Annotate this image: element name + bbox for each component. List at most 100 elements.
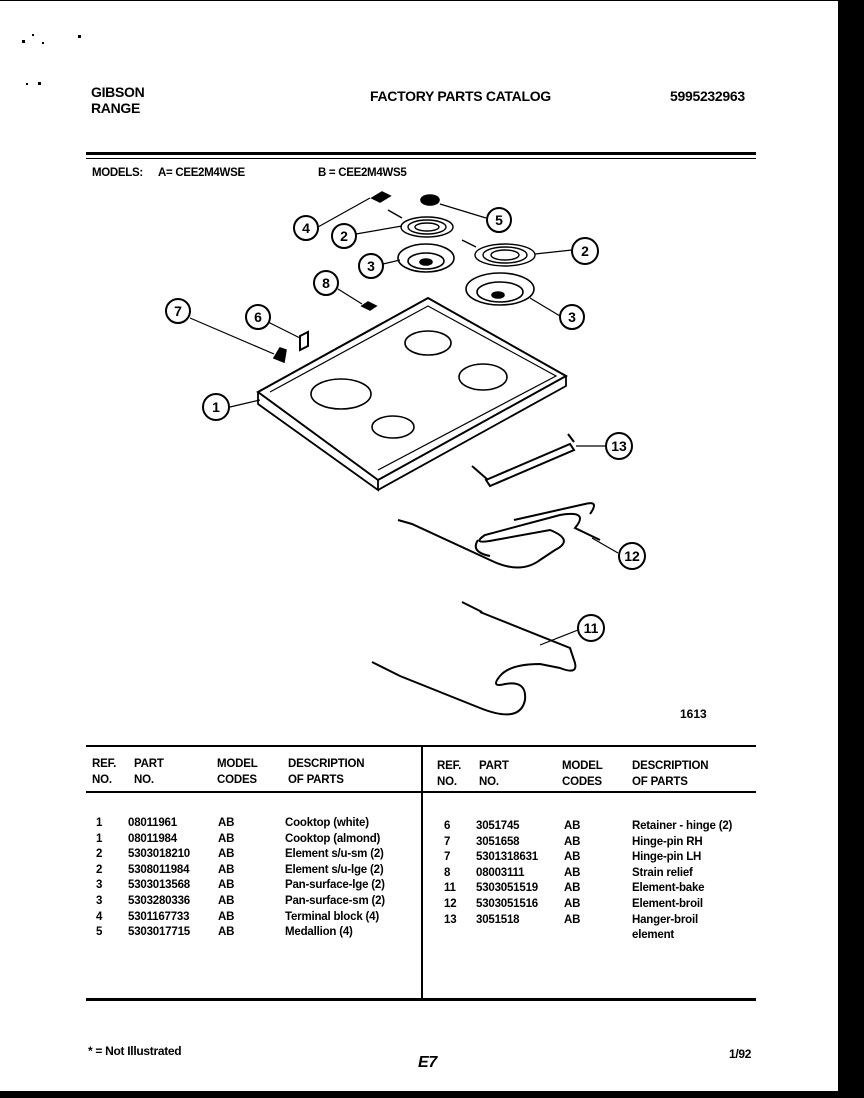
- header-rule-thin: [86, 158, 756, 159]
- table-cell: Element-broil: [632, 897, 703, 910]
- table-cell: 3051658: [476, 835, 520, 848]
- table-cell: Element s/u-sm (2): [285, 848, 384, 861]
- table-cell: Cooktop (almond): [285, 832, 381, 845]
- callout-8: 8: [313, 270, 339, 296]
- table-cell: 5303280336: [128, 894, 190, 907]
- scan-speck: [22, 40, 25, 43]
- scan-speck: [32, 34, 34, 36]
- table-cell: 6: [444, 820, 451, 832]
- svg-text:8: 8: [322, 275, 330, 291]
- catalog-title: FACTORY PARTS CATALOG: [370, 88, 551, 104]
- callout-7: 7: [165, 298, 191, 324]
- table-cell: AB: [564, 820, 581, 832]
- table-cell: 7: [444, 851, 451, 864]
- model-a: A= CEE2M4WSE: [158, 167, 245, 179]
- callout-3b: 3: [559, 304, 585, 330]
- table-cell: Retainer - hinge (2): [632, 820, 733, 832]
- svg-text:11: 11: [584, 620, 599, 636]
- svg-text:2: 2: [581, 243, 589, 259]
- svg-text:3: 3: [367, 258, 375, 274]
- callout-11: 11: [577, 614, 605, 642]
- revision-date: 1/92: [729, 1047, 752, 1061]
- header-rule: [86, 152, 756, 155]
- table-cell: 7: [444, 835, 451, 848]
- brand-name: GIBSON RANGE: [91, 84, 145, 116]
- table-cell: 3051745: [476, 820, 520, 832]
- table-cell: 11: [444, 882, 456, 895]
- table-cell: AB: [218, 926, 235, 939]
- table-cell: Hinge-pin LH: [632, 851, 702, 864]
- table-cell: Medallion (4): [285, 926, 353, 939]
- callout-12: 12: [618, 542, 646, 570]
- table-cell: 08003111: [476, 866, 525, 879]
- model-b: B = CEE2M4WS5: [318, 167, 407, 179]
- svg-text:4: 4: [302, 220, 310, 236]
- scan-speck: [42, 42, 44, 44]
- table-cell: Hinge-pin RH: [632, 835, 703, 848]
- left-part-column: 08011961 08011984 5303018210 5308011984 …: [128, 816, 190, 941]
- table-cell: AB: [564, 897, 581, 910]
- callout-5: 5: [486, 207, 512, 233]
- table-cell: 4: [96, 910, 103, 923]
- table-cell: 5303051519: [476, 882, 538, 895]
- cooktop-panel: [256, 296, 569, 492]
- not-illustrated-note: * = Not Illustrated: [88, 1044, 182, 1058]
- table-cell: [476, 928, 538, 944]
- table-cell: 2: [96, 848, 103, 861]
- table-cell: 3: [96, 894, 103, 907]
- table-cell: AB: [564, 882, 581, 895]
- broil-hanger-shape: [471, 433, 576, 488]
- header-ref: REF.NO.: [92, 758, 117, 786]
- callout-3: 3: [358, 253, 384, 279]
- exploded-parts-diagram: 4 2 3 8 7 6 1 5 2 3 13 12 11 1613: [165, 191, 707, 721]
- table-cell: Cooktop (white): [285, 817, 369, 829]
- header-ref-right: REF.NO.: [437, 760, 462, 788]
- table-cell: AB: [564, 835, 581, 848]
- table-cell: 5: [96, 926, 103, 939]
- catalog-number: 5995232963: [670, 88, 745, 104]
- strain-relief-shape: [360, 301, 378, 311]
- table-cell: 5308011984: [128, 863, 190, 876]
- svg-text:1: 1: [212, 399, 220, 415]
- callout-6: 6: [245, 304, 271, 330]
- table-cell: 3051518: [476, 913, 520, 926]
- callout-2: 2: [331, 223, 357, 249]
- table-cell: 8: [444, 866, 451, 879]
- drip-pan-small: [397, 243, 455, 273]
- table-cell: Element s/u-lge (2): [285, 863, 384, 876]
- svg-text:3: 3: [568, 309, 576, 325]
- models-label: MODELS:: [92, 167, 143, 179]
- table-cell: Hanger-broil: [632, 913, 698, 926]
- callout-4: 4: [293, 215, 319, 241]
- surface-element-large: [461, 239, 536, 267]
- table-cell: 3: [96, 879, 103, 892]
- svg-text:2: 2: [340, 228, 348, 244]
- terminal-block-shape: [370, 191, 392, 203]
- svg-text:13: 13: [611, 438, 627, 454]
- table-cell: Pan-surface-sm (2): [285, 894, 385, 907]
- right-ref-column: 6 7 7 8 11 12 13: [444, 819, 457, 944]
- table-cell: AB: [564, 913, 581, 926]
- callout-1: 1: [202, 393, 230, 421]
- table-cell: 13: [444, 913, 457, 926]
- table-cell: AB: [218, 894, 235, 907]
- table-cell: 12: [444, 897, 457, 910]
- table-cell: 1: [96, 832, 103, 845]
- table-cell: 1: [96, 817, 103, 829]
- table-cell: 5303051516: [476, 897, 538, 910]
- figure-number: 1613: [680, 707, 707, 721]
- table-cell: AB: [218, 910, 235, 923]
- table-cell: 2: [96, 863, 103, 876]
- right-part-column: 3051745 3051658 5301318631 08003111 5303…: [476, 819, 538, 944]
- table-cell: Element-bake: [632, 882, 705, 895]
- right-codes-column: AB AB AB AB AB AB AB: [564, 819, 580, 944]
- table-cell: [444, 928, 456, 944]
- surface-element-small: [387, 209, 454, 238]
- table-cell: 5303018210: [128, 848, 190, 861]
- callout-2b: 2: [571, 237, 599, 265]
